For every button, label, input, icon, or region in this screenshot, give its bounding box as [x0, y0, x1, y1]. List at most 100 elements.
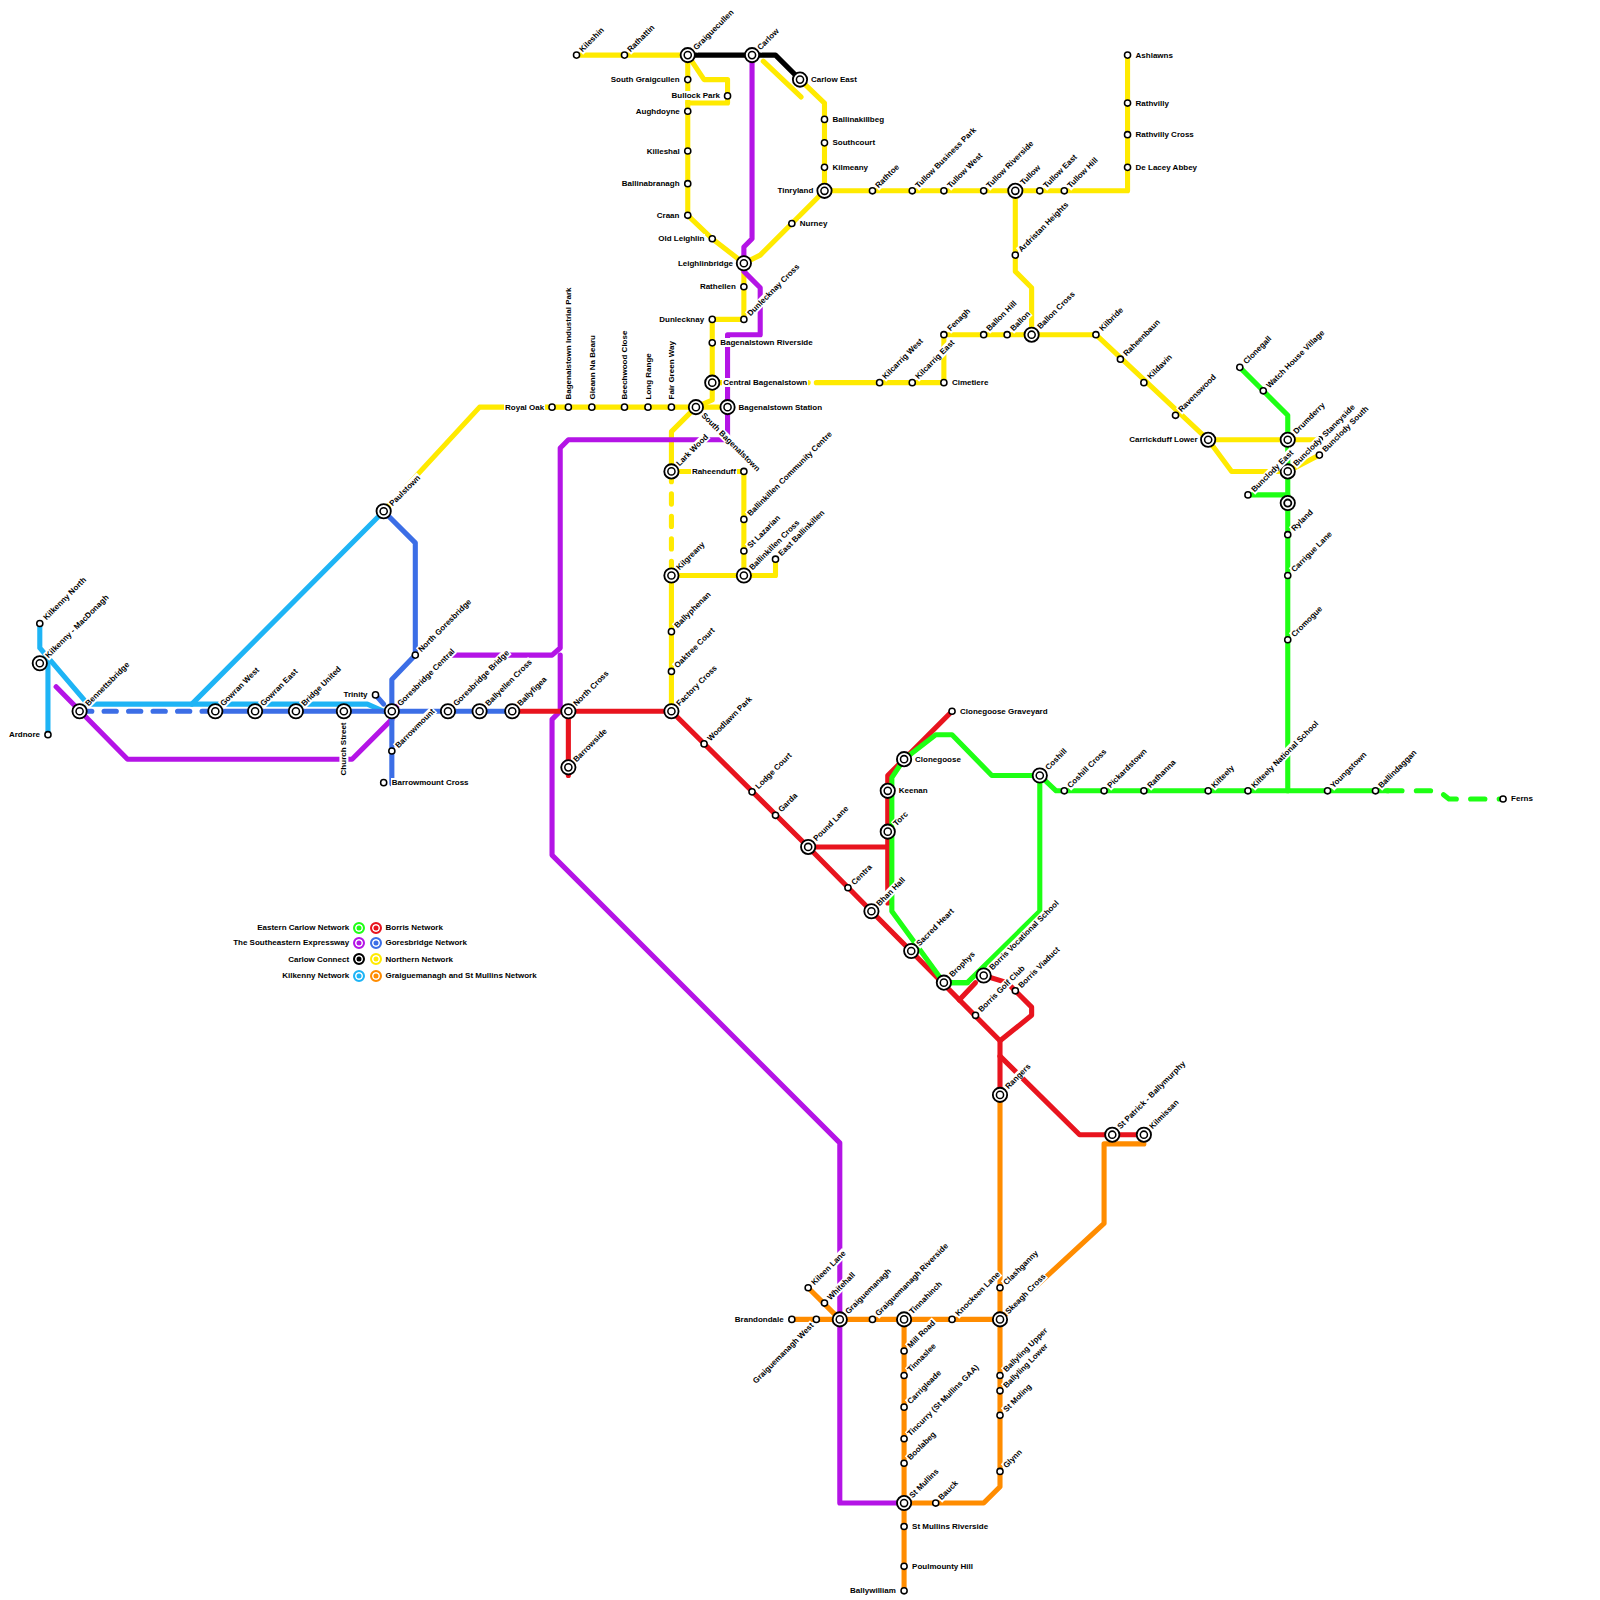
station-dot	[789, 1316, 795, 1322]
station-dot	[45, 732, 51, 738]
station-label: Rathellen	[699, 282, 737, 291]
station-label: Knockeen Lane	[953, 1269, 1003, 1319]
interchange-dot-inner	[684, 52, 691, 59]
station-dot	[981, 332, 987, 338]
station-dot	[1141, 380, 1147, 386]
station-dot	[901, 1436, 907, 1442]
station-label: Bagenalstown Station	[738, 403, 824, 412]
station-label: Tullow Business Park	[913, 124, 979, 190]
station-dot	[1245, 788, 1251, 794]
station-dot	[901, 1348, 907, 1354]
station-dot	[741, 516, 747, 522]
station-label: Glynn	[1001, 1447, 1025, 1471]
interchange-dot	[793, 72, 807, 86]
interchange-dot-inner	[940, 979, 947, 986]
station-label: Bauck	[936, 1478, 961, 1503]
station-dot	[909, 188, 915, 194]
station-label: Kilmissan	[1147, 1097, 1182, 1132]
station-label: Lodge Court	[753, 750, 794, 791]
legend-text: Eastern Carlow Network	[256, 923, 350, 932]
station-dot	[621, 404, 627, 410]
station-label: Leighlinbridge	[677, 259, 734, 268]
interchange-dot	[385, 704, 399, 718]
station-label: Bagenalstown Riverside	[719, 338, 813, 347]
station-label: Carlow	[755, 26, 782, 53]
interchange-dot-inner	[36, 660, 43, 667]
station-label: Tinryland	[776, 186, 814, 195]
interchange-dot-inner	[292, 708, 299, 715]
interchange-dot-inner	[868, 908, 875, 915]
station-dot	[869, 1316, 875, 1322]
interchange-dot-inner	[565, 708, 572, 715]
interchange-dot	[745, 48, 759, 62]
station-label: Ardnore	[8, 730, 41, 739]
station-label: Kilbride	[1096, 305, 1125, 334]
station-dot	[933, 1500, 939, 1506]
station-dot	[709, 316, 715, 322]
interchange-dot-inner	[980, 972, 987, 979]
station-label: Factory Cross	[674, 663, 720, 709]
station-label: Kilteely	[1209, 762, 1237, 790]
legend-swatch	[353, 970, 365, 982]
station-dot	[901, 1372, 907, 1378]
station-dot	[1101, 788, 1107, 794]
interchange-dot	[72, 704, 86, 718]
station-dot	[997, 1412, 1003, 1418]
interchange-dot	[33, 656, 47, 670]
interchange-dot	[937, 976, 951, 990]
legend-swatch	[370, 953, 382, 965]
interchange-dot-inner	[380, 508, 387, 515]
interchange-dot	[833, 1312, 847, 1326]
station-dot	[941, 188, 947, 194]
interchange-dot-inner	[740, 572, 747, 579]
interchange-dot-inner	[565, 764, 572, 771]
interchange-dot	[681, 48, 695, 62]
station-dot	[941, 332, 947, 338]
interchange-dot-inner	[740, 260, 747, 267]
station-label: Aughdoyne	[635, 107, 681, 116]
station-label: Graiguecullen	[691, 7, 737, 53]
station-label: Fenagh	[944, 306, 972, 334]
station-dot	[949, 708, 955, 714]
station-label: Beechwood Close	[620, 329, 629, 400]
station-label: Goresbridge Central	[395, 646, 457, 708]
station-dot	[709, 236, 715, 242]
interchange-dot-inner	[668, 468, 675, 475]
interchange-dot	[208, 704, 222, 718]
station-dot	[821, 116, 827, 122]
station-dot	[1117, 356, 1123, 362]
station-dot	[1324, 788, 1330, 794]
station-label: Bullock Park	[671, 91, 721, 100]
station-dot	[381, 780, 387, 786]
legend-swatch	[370, 922, 382, 934]
interchange-dot-inner	[212, 708, 219, 715]
station-label: Ballindaggan	[1376, 747, 1419, 790]
station-dot	[997, 1468, 1003, 1474]
station-label: Trinity	[343, 690, 369, 699]
legend-swatch	[353, 953, 365, 965]
legend-text: The Southeastern Expressway	[232, 938, 350, 947]
interchange-dot-inner	[1028, 331, 1035, 338]
legend-text: Kilkenny Network	[281, 971, 350, 980]
station-dot	[1316, 452, 1322, 458]
legend-swatch	[370, 970, 382, 982]
station-dot	[1245, 492, 1251, 498]
interchange-dot	[289, 704, 303, 718]
station-dot	[789, 220, 795, 226]
station-label: Coshill	[1043, 746, 1070, 773]
station-label: Ballinkillen Community Centre	[744, 429, 834, 519]
station-dot	[741, 316, 747, 322]
legend-text: Northern Network	[385, 955, 455, 964]
station-label: Pickardstown	[1105, 746, 1150, 791]
station-dot	[1093, 332, 1099, 338]
station-dot	[845, 885, 851, 891]
station-label: Ballyfigea	[515, 674, 550, 709]
interchange-dot	[248, 704, 262, 718]
station-label: Poulmounty Hill	[911, 1562, 974, 1571]
station-label: Ashlawns	[1135, 51, 1174, 60]
station-label: Dunlecknay Cross	[744, 262, 801, 319]
station-dot	[941, 380, 947, 386]
station-label: Carlow East	[810, 75, 858, 84]
